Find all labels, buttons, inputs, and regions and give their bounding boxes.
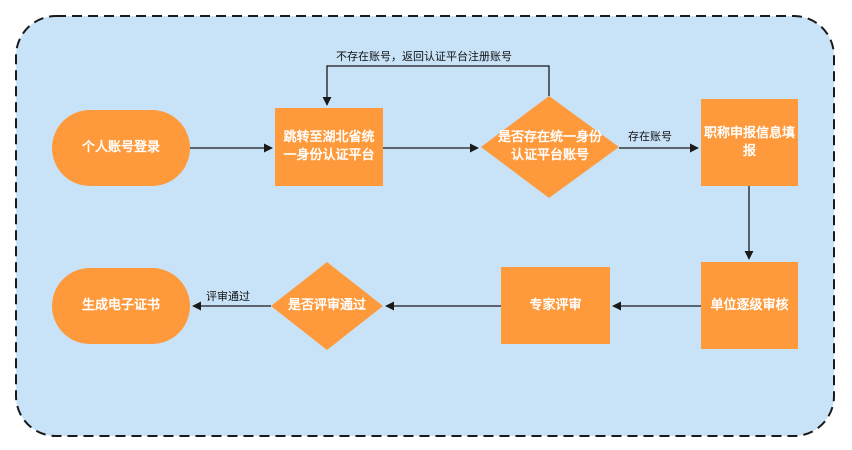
node-title-info-shape (701, 99, 798, 186)
node-review-passed-shape (271, 262, 383, 350)
node-review-passed-label: 是否评审通过 (287, 298, 366, 313)
node-has-account: 是否存在统一身份 认证平台账号 (481, 112, 619, 182)
node-personal-login-label: 个人账号登录 (81, 140, 160, 155)
node-has-account-label-line1: 是否存在统一身份 (497, 130, 602, 145)
edge-label-has-account: 存在账号 (628, 130, 672, 143)
node-certificate: 生成电子证书 (52, 268, 190, 344)
edge-label-no-account: 不存在账号，返回认证平台注册账号 (336, 50, 512, 63)
node-expert-review-shape (501, 267, 610, 344)
node-personal-login-shape (52, 110, 190, 186)
node-unit-review-label: 单位逐级审核 (710, 297, 789, 313)
edge-check-back-to-jump (322, 65, 550, 106)
edge-label-passed: 评审通过 (206, 290, 250, 303)
node-title-info: 职称申报信息填 报 (701, 99, 798, 186)
node-unit-review-shape (701, 262, 798, 349)
node-title-info-label-line1: 职称申报信息填 (703, 126, 795, 141)
node-jump-platform-label-line2: 一身份认证平台 (283, 148, 375, 163)
node-expert-review-label: 专家评审 (529, 297, 582, 313)
node-personal-login: 个人账号登录 (52, 110, 190, 186)
node-certificate-shape (52, 268, 190, 344)
node-has-account-shape (481, 96, 619, 198)
node-expert-review: 专家评审 (501, 267, 610, 344)
node-title-info-label-line2: 报 (742, 144, 756, 159)
node-has-account-label-line2: 认证平台账号 (510, 148, 589, 163)
node-review-passed: 是否评审通过 (271, 286, 383, 326)
background-panel (15, 15, 835, 437)
node-jump-platform-shape (275, 108, 383, 186)
node-jump-platform-label-line1: 跳转至湖北省统 (283, 130, 375, 145)
node-certificate-label: 生成电子证书 (81, 298, 160, 313)
node-unit-review: 单位逐级审核 (701, 262, 798, 349)
node-jump-platform: 跳转至湖北省统 一身份认证平台 (275, 108, 383, 186)
